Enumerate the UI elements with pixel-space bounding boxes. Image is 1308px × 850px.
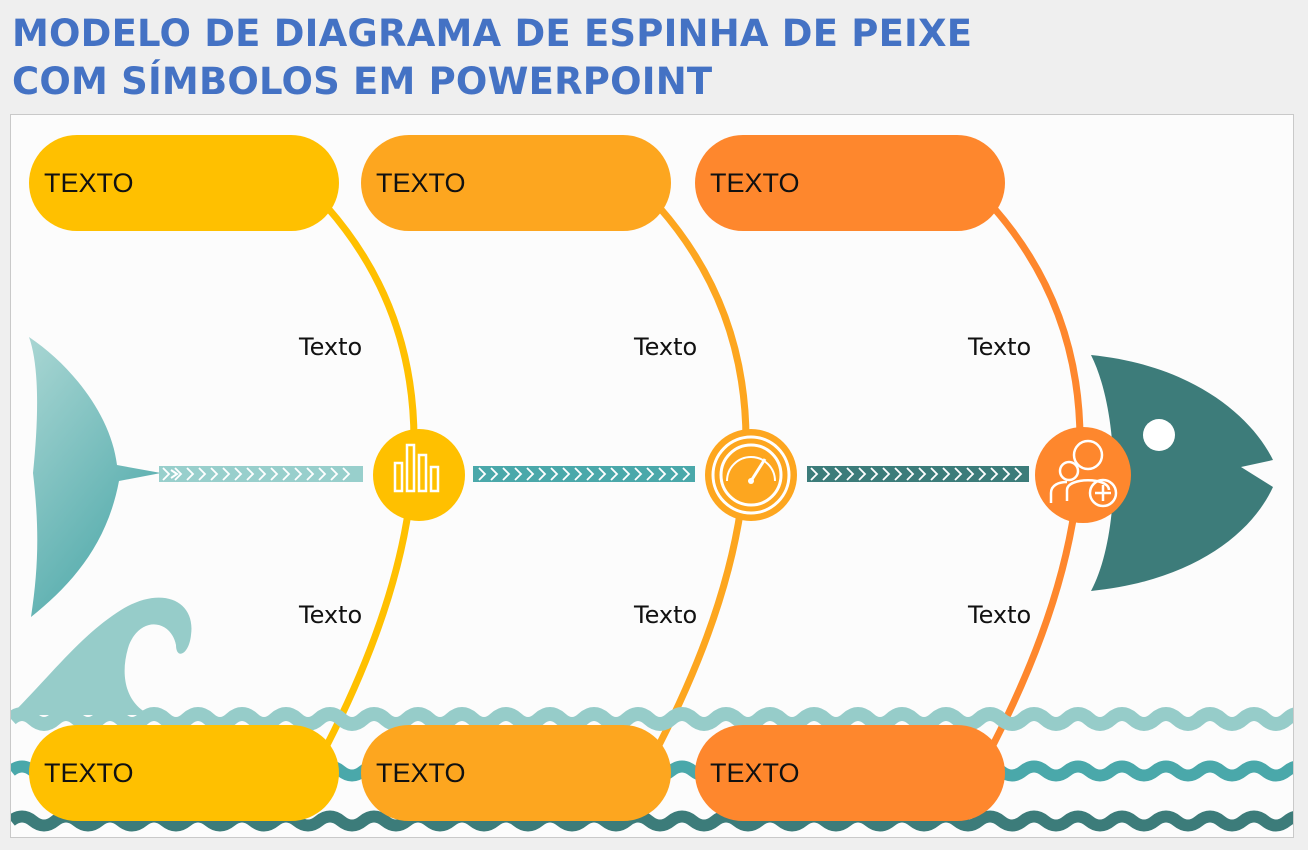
category-bottom-1: TEXTO: [29, 725, 339, 821]
cause-top-2: Texto: [634, 333, 698, 361]
add-user-icon: [1035, 427, 1131, 523]
category-bottom-3-label: TEXTO: [710, 757, 800, 788]
category-bottom-3: TEXTO: [695, 725, 1005, 821]
wave-dark: [11, 810, 1293, 832]
page-title: MODELO DE DIAGRAMA DE ESPINHA DE PEIXE C…: [12, 10, 972, 106]
category-bottom-1-label: TEXTO: [44, 757, 134, 788]
title-line-1: MODELO DE DIAGRAMA DE ESPINHA DE PEIXE: [12, 12, 973, 55]
category-bottom-2-label: TEXTO: [376, 757, 466, 788]
fish-head: [1091, 355, 1273, 591]
spine-segment-3: [807, 466, 1029, 482]
cause-bottom-3: Texto: [968, 601, 1032, 629]
fish-eye: [1143, 419, 1175, 451]
category-bottom-2: TEXTO: [361, 725, 671, 821]
category-top-2-label: TEXTO: [376, 167, 466, 198]
spine-segment-2: [473, 466, 695, 482]
cause-bottom-2: Texto: [634, 601, 698, 629]
category-top-2: TEXTO: [361, 135, 671, 231]
category-top-1-label: TEXTO: [44, 167, 134, 198]
spine-segment-1: [159, 466, 363, 482]
title-line-2: COM SÍMBOLOS EM POWERPOINT: [12, 60, 713, 103]
cause-bottom-1: Texto: [299, 601, 363, 629]
diagram-graphics: [11, 204, 1293, 832]
category-top-1: TEXTO: [29, 135, 339, 231]
category-top-3-label: TEXTO: [710, 167, 800, 198]
wave-light: [11, 707, 1293, 731]
fish-tail: [29, 337, 161, 617]
spine-chevrons: [162, 467, 1023, 481]
wave-large: [11, 597, 192, 715]
speedometer-icon: [705, 429, 797, 521]
category-top-3: TEXTO: [695, 135, 1005, 231]
cause-top-3: Texto: [968, 333, 1032, 361]
fishbone-diagram: TEXTO TEXTO TEXTO TEXTO TEXTO TEXTO Text…: [10, 114, 1294, 838]
bar-chart-icon: [373, 429, 465, 521]
cause-top-1: Texto: [299, 333, 363, 361]
